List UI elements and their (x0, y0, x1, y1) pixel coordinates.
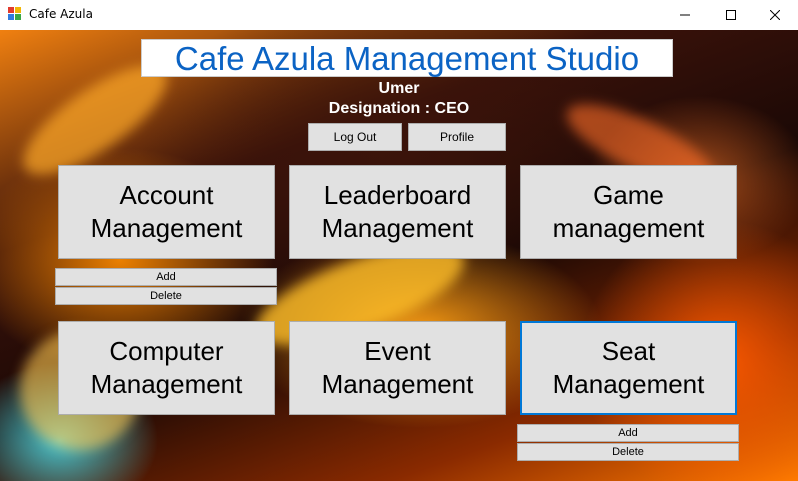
app-title: Cafe Azula Management Studio (141, 39, 673, 77)
close-button[interactable] (752, 0, 798, 30)
game-management-button[interactable]: Game management (520, 165, 737, 259)
close-icon (770, 10, 780, 20)
title-bar[interactable]: Cafe Azula (0, 0, 798, 30)
account-management-button[interactable]: Account Management (58, 165, 275, 259)
window-title: Cafe Azula (29, 7, 93, 21)
computer-management-button[interactable]: Computer Management (58, 321, 275, 415)
account-add-button[interactable]: Add (55, 268, 277, 286)
minimize-button[interactable] (662, 0, 708, 30)
seat-add-button[interactable]: Add (517, 424, 739, 442)
seat-management-button[interactable]: Seat Management (520, 321, 737, 415)
app-icon (8, 7, 21, 20)
maximize-icon (726, 10, 736, 20)
minimize-icon (680, 14, 690, 16)
designation-label: Designation : CEO (328, 100, 470, 117)
account-delete-button[interactable]: Delete (55, 287, 277, 305)
background-flames: Cafe Azula Management Studio Umer Design… (0, 30, 798, 481)
event-management-button[interactable]: Event Management (289, 321, 506, 415)
user-name: Umer (378, 80, 420, 97)
leaderboard-management-button[interactable]: Leaderboard Management (289, 165, 506, 259)
profile-button[interactable]: Profile (408, 123, 506, 151)
seat-delete-button[interactable]: Delete (517, 443, 739, 461)
logout-button[interactable]: Log Out (308, 123, 402, 151)
maximize-button[interactable] (708, 0, 754, 30)
